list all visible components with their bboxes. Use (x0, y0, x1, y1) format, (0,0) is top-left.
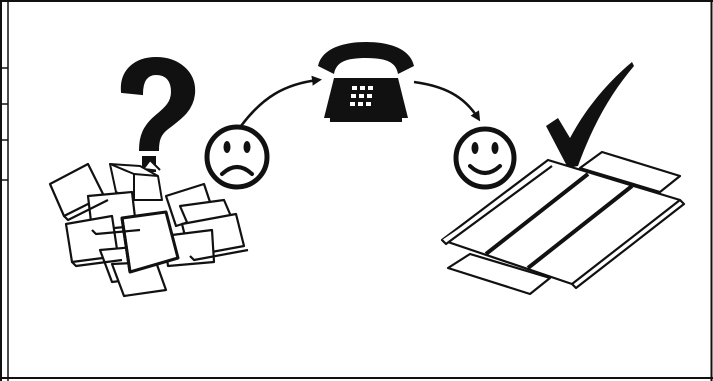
arrow-icon (414, 82, 478, 118)
question-mark-icon (122, 58, 194, 172)
happy-face-icon (456, 129, 514, 187)
sad-face-icon (207, 127, 267, 187)
arrow-icon (241, 80, 318, 126)
telephone-icon (318, 42, 414, 122)
check-mark-icon (546, 62, 634, 168)
